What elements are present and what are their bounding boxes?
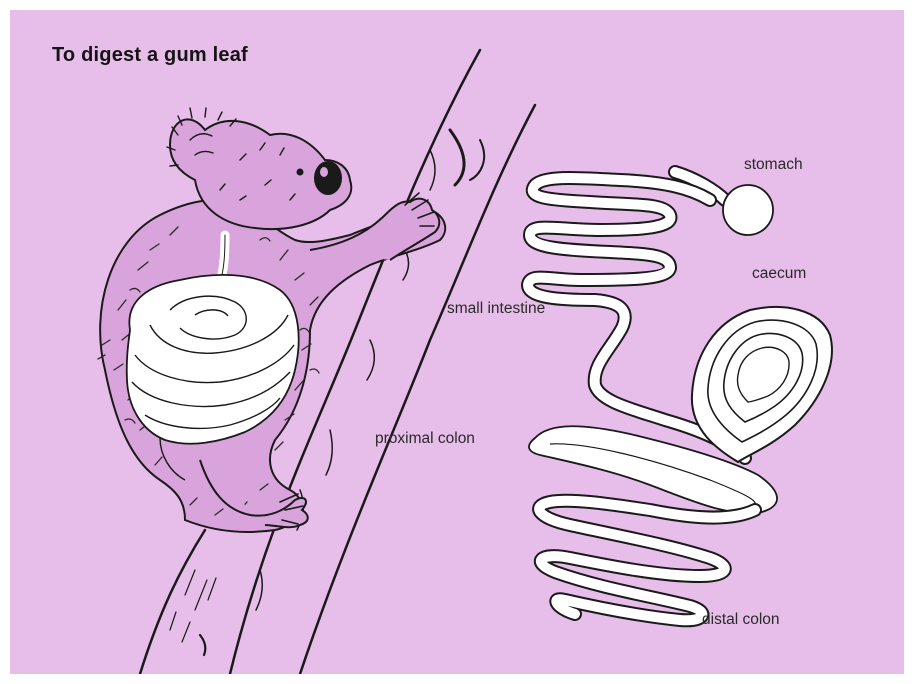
label-caecum: caecum [752,265,806,283]
koala-eye [297,169,304,176]
diagram-panel: To digest a gum leaf stomach caecum smal… [10,10,904,674]
koala-nose [314,161,342,195]
caecum-organ [692,307,832,462]
label-distal-colon: distal colon [702,611,780,629]
digestive-tract [528,172,832,620]
diagram-title: To digest a gum leaf [52,44,248,67]
label-proximal-colon: proximal colon [375,430,475,448]
label-small-intestine: small intestine [447,300,545,318]
label-stomach: stomach [744,156,803,174]
stomach-organ [675,172,773,235]
koala-digestion-illustration [10,10,904,674]
distal-colon-organ [539,501,755,621]
